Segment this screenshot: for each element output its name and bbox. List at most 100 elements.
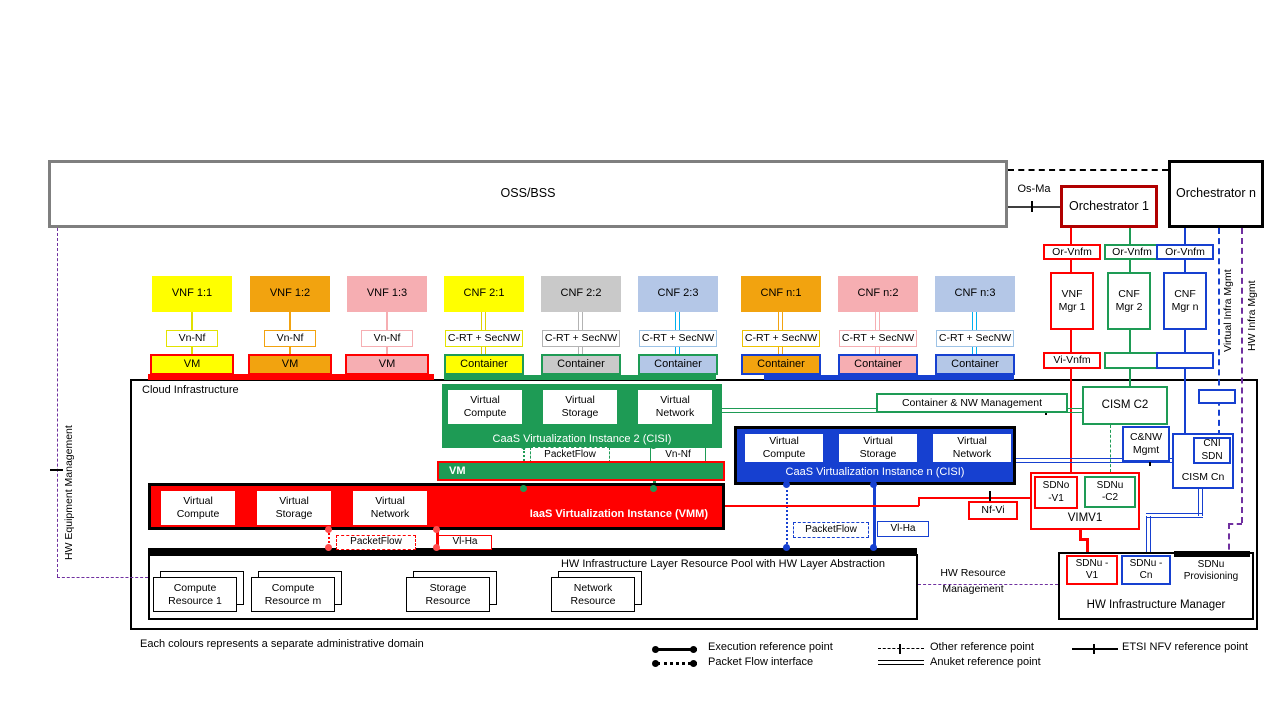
vim-sdnuv1-path-a: [1079, 530, 1082, 541]
caasn-title: CaaS Virtualization Instance n (CISI): [785, 466, 965, 478]
cismcn-sdnucn-path-a: [1198, 489, 1203, 516]
containern-domain-blue-bar: [764, 375, 1014, 380]
iaas-vlha-top-dot: [433, 526, 440, 533]
storage-resource-box: Storage Resource: [406, 577, 490, 612]
legend-execution-dot-right: [690, 646, 697, 653]
legend-etsi-label: ETSI NFV reference point: [1122, 641, 1248, 653]
legend-packetflow-dot-left: [652, 660, 659, 667]
legend-execution-label: Execution reference point: [708, 641, 833, 653]
caas2-virtual-network: Virtual Network: [638, 390, 712, 424]
or-vnfm-1-box: Or-Vnfm: [1043, 244, 1101, 260]
iaas-vlha-bottom-dot: [433, 544, 440, 551]
network-resource-box: Network Resource: [551, 577, 635, 612]
footnote: Each colours represents a separate admin…: [140, 638, 424, 650]
legend-packetflow-symbol: [657, 662, 697, 665]
legend-other-tick: [899, 644, 901, 654]
iaas-title: IaaS Virtualization Instance (VMM): [529, 508, 708, 520]
caasn-vlha-top-dot: [870, 481, 877, 488]
caasn-virtual-storage: Virtual Storage: [839, 434, 917, 462]
iaas-packetflow-label: PacketFlow: [336, 535, 416, 550]
iaas-packetflow-dotted-line: [328, 530, 330, 550]
vm-layer-label: VM: [449, 465, 466, 477]
orchestrator-n-box: Orchestrator n: [1168, 160, 1264, 228]
vnf-1-1-box: VNF 1:1: [152, 276, 232, 312]
cnf-n-3-box: CNF n:3: [935, 276, 1015, 312]
hw-equipment-mgmt-dashed-hline: [57, 577, 148, 578]
vn-nf-ref-3: Vn-Nf: [361, 330, 413, 347]
legend-etsi-tick: [1093, 644, 1095, 654]
vnf-mgr-1-box: VNF Mgr 1: [1050, 272, 1094, 330]
hw-abstraction-bar: [148, 548, 917, 554]
vm-domain-red-bar: [148, 374, 434, 380]
hw-equipment-mgmt-dashed-vline: [57, 228, 58, 577]
sdnu-c2-box: SDNu -C2: [1084, 476, 1136, 508]
crt-secnw-ref-3: C-RT + SecNW: [639, 330, 717, 347]
compute-resource-m-box: Compute Resource m: [251, 577, 335, 612]
vi-vnfm-box: Vi-Vnfm: [1043, 352, 1101, 369]
cnf-2-3-box: CNF 2:3: [638, 276, 718, 312]
sdnu-provisioning-bar: [1174, 551, 1250, 557]
caas2-title: CaaS Virtualization Instance 2 (CISI): [492, 433, 672, 445]
container-nw-mgmt-box: Container & NW Management: [876, 393, 1068, 413]
legend-other-symbol: [878, 648, 924, 649]
hw-infra-mgmt-dashed-drop: [1228, 523, 1230, 560]
os-ma-line: [1008, 206, 1060, 208]
legend-anuket-label: Anuket reference point: [930, 656, 1041, 668]
hw-infra-manager-label: HW Infrastructure Manager: [1086, 598, 1226, 611]
hw-resource-mgmt-label: HW Resource Management: [940, 567, 1006, 595]
caasn-packetflow-top-dot: [783, 481, 790, 488]
vm-1-box: VM: [150, 354, 234, 375]
compute-resource-1-box: Compute Resource 1: [153, 577, 237, 612]
vim-sdnuv1-path-b: [1079, 538, 1089, 541]
orch1-vim-red-line: [1070, 228, 1072, 472]
caasn-virtual-compute: Virtual Compute: [745, 434, 823, 462]
orchestrator-n-label: Orchestrator n: [1176, 186, 1256, 201]
nf-vi-tick: [989, 491, 991, 501]
iaas-nfvi-line-c: [918, 497, 1030, 499]
caas2-box: Virtual Compute Virtual Storage Virtual …: [442, 384, 722, 448]
legend-packetflow-dot-right: [690, 660, 697, 667]
cnf-mgr-2-box: CNF Mgr 2: [1107, 272, 1151, 330]
sdno-v1-box: SDNo -V1: [1034, 476, 1078, 509]
legend-other-label: Other reference point: [930, 641, 1034, 653]
cism-cn-label: CISM Cn: [1181, 471, 1225, 484]
empty-blue-box: [1198, 389, 1236, 404]
os-ma-tick: [1031, 201, 1033, 212]
orchn-cism-blue-line: [1184, 228, 1186, 433]
iaas-virtual-compute: Virtual Compute: [161, 491, 235, 525]
nf-vi-label: Nf-Vi: [968, 501, 1018, 520]
iaas-virtual-storage: Virtual Storage: [257, 491, 331, 525]
hw-equipment-mgmt-tick: [50, 469, 63, 471]
vnf-1-2-box: VNF 1:2: [250, 276, 330, 312]
cism-c2-box: CISM C2: [1082, 386, 1168, 425]
oss-bss-label: OSS/BSS: [500, 186, 556, 201]
caasn-virtual-network: Virtual Network: [933, 434, 1011, 462]
iaas-nfvi-line-b: [918, 497, 920, 506]
cnf-mgr-n-box: CNF Mgr n: [1163, 272, 1207, 330]
vnf-1-3-box: VNF 1:3: [347, 276, 427, 312]
cismc2-sdnuc2-dashed-line: [1110, 425, 1111, 472]
hw-pool-title: HW Infrastructure Layer Resource Pool wi…: [560, 558, 885, 570]
crt-secnw-ref-4: C-RT + SecNW: [742, 330, 820, 347]
legend-anuket-symbol: [878, 660, 924, 665]
legend-execution-dot-left: [652, 646, 659, 653]
oss-bss-box: OSS/BSS: [48, 160, 1008, 228]
hw-infra-mgmt-dashed-jog: [1228, 523, 1242, 525]
container-n-3-box: Container: [935, 354, 1015, 375]
container2-domain-green-bar: [444, 375, 716, 380]
caas2-packetflow-top-dot: [520, 442, 527, 449]
caasn-vlha-bottom-dot: [870, 544, 877, 551]
sdnu-provisioning-label: SDNu Provisioning: [1183, 558, 1239, 582]
iaas-nfvi-line-a: [725, 505, 919, 507]
caas2-packetflow-bottom-dot: [520, 485, 527, 492]
caas2-vnnf-bottom-dot: [650, 485, 657, 492]
caas2-virtual-compute: Virtual Compute: [448, 390, 522, 424]
container-2-3-box: Container: [638, 354, 718, 375]
hw-equipment-mgmt-label: HW Equipment Management: [63, 425, 75, 561]
hw-infra-mgmt-dashed-line: [1241, 228, 1243, 523]
crt-secnw-ref-6: C-RT + SecNW: [936, 330, 1014, 347]
crt-secnw-ref-5: C-RT + SecNW: [839, 330, 917, 347]
cismcn-sdnucn-path-b: [1146, 513, 1203, 518]
container-n-1-box: Container: [741, 354, 821, 375]
caasn-packetflow-dotted-line: [786, 485, 788, 548]
